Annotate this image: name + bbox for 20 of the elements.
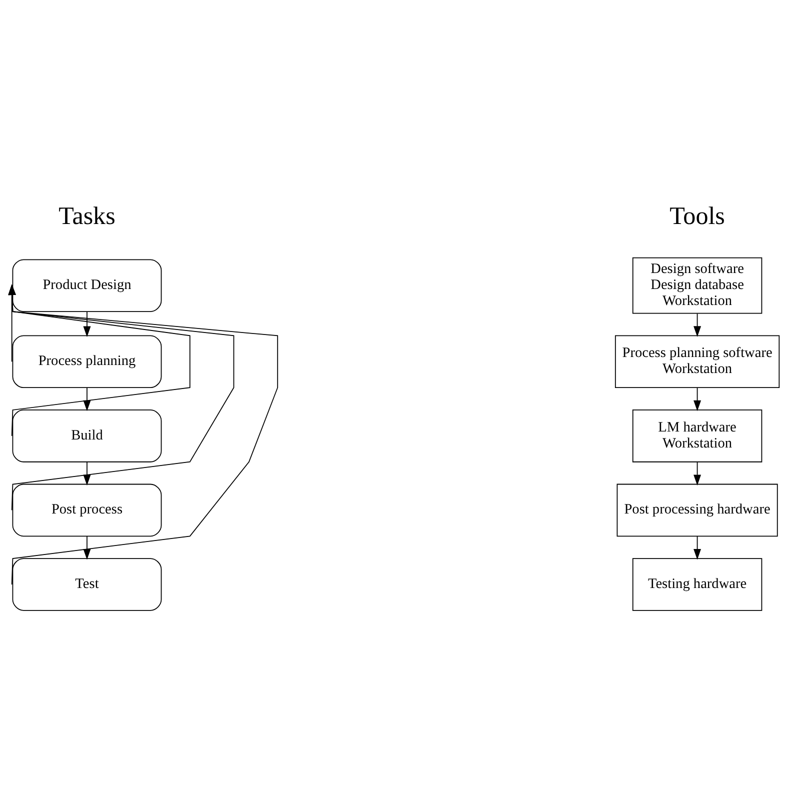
node-box: Product Design [12,259,162,312]
arrow [83,536,91,560]
arrow [694,387,702,412]
node-box: Testing hardware [632,558,762,611]
arrow [694,462,702,486]
node-box: LM hardware Workstation [632,410,762,462]
arrow [694,536,702,560]
node-box: Post process [12,484,162,537]
arrow [83,311,91,337]
node-box: Test [12,558,162,611]
label: Tasks [58,203,116,230]
node-box: Process planning software Workstation [614,335,780,388]
label: Tools [670,203,725,230]
node-box: Build [12,410,162,462]
node-box: Post processing hardware [616,484,778,537]
arrow [83,462,91,486]
node-box: Process planning [12,335,162,388]
arrow [694,313,702,337]
node-box: Design software Design database Workstation [632,257,762,314]
arrow [83,387,91,412]
